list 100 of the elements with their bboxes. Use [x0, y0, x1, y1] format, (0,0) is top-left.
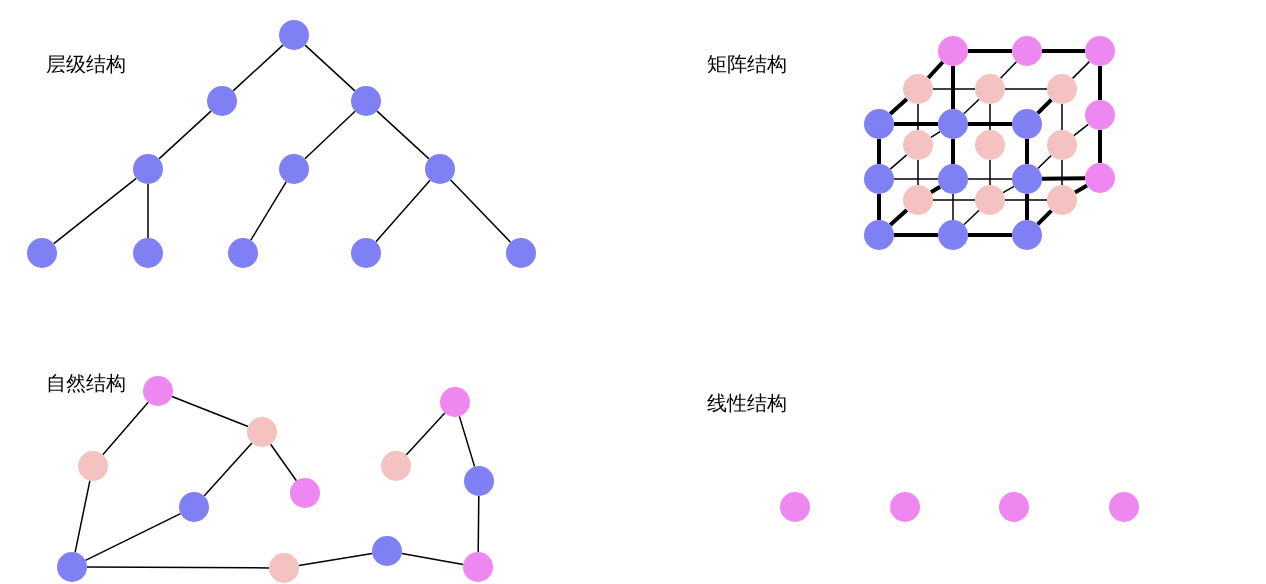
connector-line — [951, 139, 955, 164]
connector-line — [877, 139, 881, 164]
connector-line — [1042, 49, 1085, 53]
circle-node — [247, 417, 277, 447]
connector-line — [304, 44, 356, 92]
connector-line — [967, 178, 1013, 180]
section-title: 自然结构 — [46, 371, 126, 395]
connector-line — [930, 130, 941, 139]
circle-node — [1012, 109, 1042, 139]
circle-node — [1012, 36, 1042, 66]
circle-node — [890, 492, 920, 522]
connector-line — [926, 60, 945, 80]
circle-node — [463, 552, 493, 582]
connector-line — [171, 395, 249, 428]
connector-line — [894, 233, 938, 237]
circle-node — [864, 220, 894, 250]
connector-line — [1098, 130, 1102, 163]
connector-line — [968, 122, 1012, 126]
circle-node — [903, 74, 933, 104]
connector-line — [458, 415, 476, 468]
connector-line — [376, 110, 430, 160]
circle-node — [57, 552, 87, 582]
circle-node — [425, 154, 455, 184]
connector-line — [298, 552, 373, 567]
circle-node — [133, 154, 163, 184]
circle-node — [1012, 164, 1042, 194]
connector-line — [963, 209, 980, 226]
connector-line — [1025, 194, 1029, 220]
circle-node — [975, 130, 1005, 160]
circle-node — [938, 164, 968, 194]
connector-line — [888, 97, 909, 116]
connector-line — [203, 442, 253, 497]
connector-line — [929, 185, 942, 194]
circle-node — [1085, 163, 1115, 193]
connector-line — [1004, 88, 1048, 90]
circle-node — [440, 387, 470, 417]
connector-line — [968, 233, 1012, 237]
connector-line — [304, 110, 356, 160]
connector-line — [1036, 209, 1053, 226]
connector-line — [951, 66, 955, 109]
connector-line — [888, 208, 909, 227]
connector-line — [877, 194, 881, 220]
connector-line — [989, 159, 991, 186]
connector-line — [917, 103, 919, 131]
circle-node — [1085, 100, 1115, 130]
circle-node — [279, 154, 309, 184]
connector-line — [1041, 176, 1086, 181]
circle-node — [228, 238, 258, 268]
connector-line — [405, 412, 446, 456]
circle-node — [938, 109, 968, 139]
connector-line — [1098, 66, 1102, 100]
connector-line — [401, 552, 464, 566]
connector-line — [232, 44, 284, 92]
connector-line — [894, 122, 938, 126]
circle-node — [290, 478, 320, 508]
connector-line — [102, 401, 149, 456]
circle-node — [1047, 74, 1077, 104]
circle-node — [207, 86, 237, 116]
connector-line — [74, 479, 91, 554]
connector-line — [889, 154, 908, 170]
circle-node — [903, 130, 933, 160]
connector-line — [932, 88, 976, 90]
circle-node — [864, 164, 894, 194]
connector-line — [1036, 98, 1053, 115]
connector-line — [963, 98, 980, 115]
circle-node — [351, 86, 381, 116]
connector-line — [1061, 103, 1063, 131]
circle-node — [133, 238, 163, 268]
circle-node — [78, 451, 108, 481]
circle-node — [975, 185, 1005, 215]
connector-line — [449, 179, 512, 243]
connector-line — [917, 159, 919, 186]
circle-node — [381, 451, 411, 481]
circle-node — [975, 74, 1005, 104]
connector-line — [989, 103, 991, 131]
circle-node — [27, 238, 57, 268]
circle-node — [506, 238, 536, 268]
connector-line — [250, 181, 287, 241]
circle-node — [372, 536, 402, 566]
circle-node — [179, 492, 209, 522]
circle-node — [1047, 185, 1077, 215]
connector-line — [84, 512, 182, 562]
connector-line — [968, 49, 1012, 53]
circle-node — [351, 238, 381, 268]
circle-node — [1109, 492, 1139, 522]
connector-line — [1037, 154, 1052, 170]
connector-line — [1061, 159, 1063, 186]
circle-node — [269, 553, 299, 583]
connector-line — [53, 177, 137, 245]
circle-node — [938, 220, 968, 250]
connector-line — [1002, 185, 1015, 194]
connector-line — [375, 179, 431, 243]
circle-node — [143, 376, 173, 406]
connector-line — [1004, 199, 1048, 201]
connector-line — [952, 193, 954, 221]
circle-node — [903, 185, 933, 215]
circle-node — [1085, 36, 1115, 66]
connector-line — [1074, 183, 1088, 195]
connector-line — [999, 60, 1018, 80]
section-title: 线性结构 — [707, 391, 787, 415]
